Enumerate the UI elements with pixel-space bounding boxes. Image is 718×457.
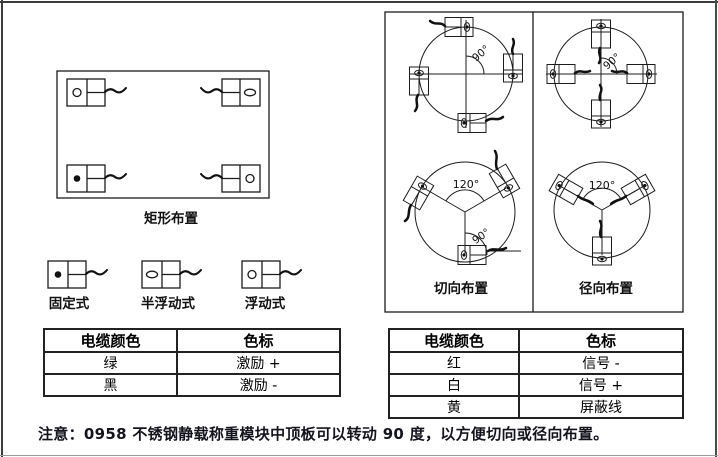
floating-type-symbol (242, 261, 301, 288)
circular-arrangements-panel: 90° 90° (384, 11, 684, 313)
cable-color-cell: 白 (388, 373, 520, 397)
color-code-cell: 激励 - (176, 373, 341, 397)
table-row: 黄 屏蔽线 (388, 395, 684, 419)
color-code-header: 色标 (176, 328, 341, 353)
angle-90-label: 90° (470, 43, 492, 64)
cable-color-cell: 绿 (43, 351, 178, 375)
color-code-cell: 信号 - (518, 351, 684, 375)
angle-120-label: 120° (453, 178, 480, 191)
semi-floating-type-label: 半浮动式 (141, 295, 195, 312)
rect-layout-label: 矩形布置 (144, 210, 198, 227)
floating-type-label: 浮动式 (245, 295, 286, 312)
page-border-right (715, 0, 717, 457)
angle-90-label: 90° (470, 226, 492, 247)
tangential-3-cell-diagram: 120° 90° (402, 149, 521, 265)
fixed-type-label: 固定式 (49, 295, 90, 312)
cable-color-cell: 红 (388, 351, 520, 375)
cable-color-cell: 黑 (43, 373, 178, 397)
fixed-type-symbol (48, 261, 107, 288)
cable-color-cell: 黄 (388, 395, 520, 419)
radial-layout-label: 径向布置 (579, 280, 633, 297)
page-border-top (0, 1, 718, 3)
table-header-row: 电缆颜色 色标 (43, 328, 341, 353)
angle-90-label: 90° (601, 51, 623, 72)
color-code-cell: 屏蔽线 (518, 395, 684, 419)
load-cell-floating (201, 165, 260, 192)
note-text: 注意：0958 不锈钢静载称重模块中顶板可以转动 90 度，以方便切向或径向布置… (38, 425, 609, 443)
table-row: 红 信号 - (388, 351, 684, 375)
table-row: 黑 激励 - (43, 373, 341, 397)
page-border-left (1, 0, 3, 457)
tangential-layout-label: 切向布置 (434, 280, 488, 297)
rectangular-arrangement-diagram: 矩形布置 (56, 70, 270, 227)
semi-floating-type-symbol (142, 261, 201, 288)
table-header-row: 电缆颜色 色标 (388, 328, 684, 353)
table-row: 绿 激励 + (43, 351, 341, 375)
cable-color-header: 电缆颜色 (388, 328, 520, 353)
table-row: 白 信号 + (388, 373, 684, 397)
load-cell-fixed (67, 165, 126, 192)
tangential-4-cell-diagram: 90° (409, 17, 523, 133)
load-cell-semi-floating (201, 79, 260, 106)
excitation-cable-table: 电缆颜色 色标 绿 激励 + 黑 激励 - (43, 328, 341, 397)
signal-cable-table: 电缆颜色 色标 红 信号 - 白 信号 + 黄 屏蔽线 (388, 328, 684, 419)
color-code-cell: 激励 + (176, 351, 341, 375)
page-border-bottom (0, 455, 718, 456)
cable-color-header: 电缆颜色 (43, 328, 178, 353)
radial-3-cell-diagram: 120° (548, 161, 656, 266)
radial-4-cell-diagram: 90° (546, 19, 657, 129)
mounting-type-symbols: 固定式 半浮动式 浮动式 (48, 261, 301, 312)
color-code-cell: 信号 + (518, 373, 684, 397)
color-code-header: 色标 (518, 328, 684, 353)
load-cell-floating (67, 79, 126, 106)
angle-120-label: 120° (589, 179, 616, 192)
